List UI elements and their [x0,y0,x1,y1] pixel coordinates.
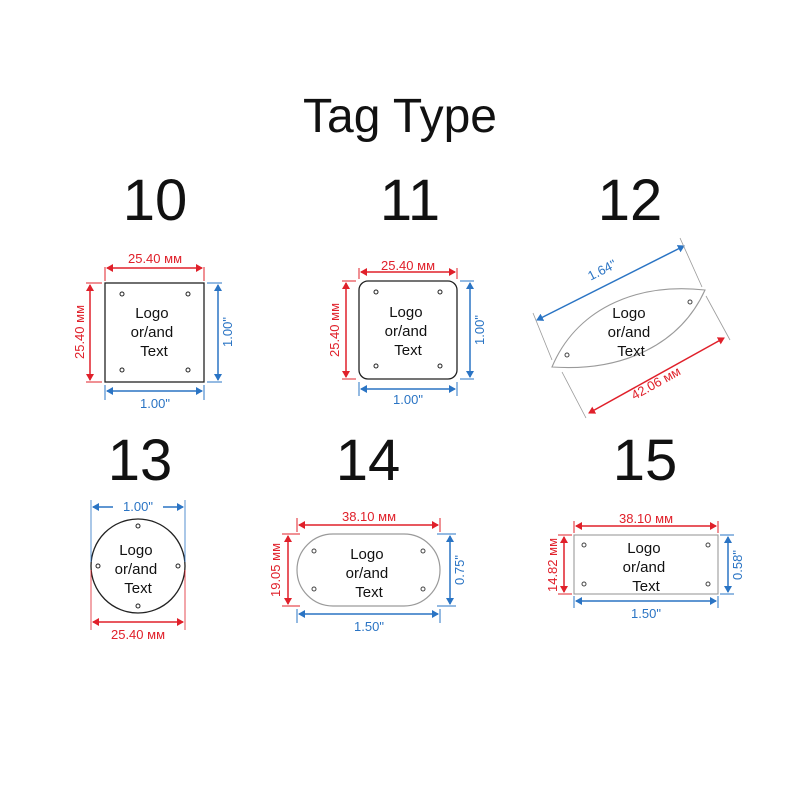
tag-10-right-label: 1.00" [220,317,235,347]
tag-10-number: 10 [123,168,188,233]
tag-14-outline [296,533,441,607]
tag-11-holes [373,289,443,369]
tag-12: Logo or/and Text 1.64" 42.06 мм [532,237,731,419]
tag-13-holes [95,523,181,609]
tag-14-label: Logo or/and Text [346,546,393,601]
tag-10-top-label: 25.40 мм [128,251,182,266]
tag-11-label: Logo or/and Text [385,304,432,359]
tag-12-holes [564,299,693,358]
tag-14-bottom-label: 1.50" [354,619,384,634]
tag-10: Logo or/and Text 25.40 мм 25.40 мм 1.00"… [72,251,235,411]
tag-11: Logo or/and Text 25.40 мм 25.40 мм 1.00"… [327,258,487,407]
tag-14-holes [311,548,426,592]
tag-13-outline [90,518,186,614]
tag-14-right-label: 0.75" [452,555,467,585]
tag-12-number: 12 [598,168,663,233]
tag-15-label: Logo or/and Text [623,540,670,595]
tag-14-top-label: 38.10 мм [342,509,396,524]
tag-15-right-label: 0.58" [730,550,745,580]
tag-12-top-label: 1.64" [585,256,619,283]
tag-11-number: 11 [380,168,440,233]
tag-10-bottom-label: 1.00" [140,396,170,411]
tag-10-left-label: 25.40 мм [72,305,87,359]
tag-14-number: 14 [336,428,401,493]
tag-11-top-label: 25.40 мм [381,258,435,273]
tag-12-top-dimension [536,245,685,321]
tag-13-label: Logo or/and Text [115,542,162,597]
tag-13-number: 13 [108,428,173,493]
tag-13-top-label: 1.00" [123,499,153,514]
tag-15: Logo or/and Text 38.10 мм 14.82 мм 0.58"… [545,511,745,621]
page-title: Tag Type [303,90,497,143]
tag-15-outline [573,534,719,595]
tag-15-top-label: 38.10 мм [619,511,673,526]
tag-11-outline [358,280,458,380]
tag-14: Logo or/and Text 38.10 мм 19.05 мм 0.75"… [268,509,467,634]
tag-12-bottom-dimension [588,337,725,414]
tag-13-bottom-label: 25.40 мм [111,627,165,642]
tag-10-label: Logo or/and Text [131,305,178,360]
tag-14-left-label: 19.05 мм [268,543,283,597]
tag-11-left-label: 25.40 мм [327,303,342,357]
tag-13: Logo or/and Text 1.00" 25.40 мм [90,499,186,642]
tag-15-left-label: 14.82 мм [545,538,560,592]
tag-11-right-label: 1.00" [472,315,487,345]
tag-11-bottom-label: 1.00" [393,392,423,407]
tag-15-bottom-label: 1.50" [631,606,661,621]
tag-12-bottom-label: 42.06 мм [629,363,684,402]
tag-15-number: 15 [613,428,678,493]
tag-10-holes [119,291,191,373]
tag-10-outline [104,282,205,383]
tag-15-holes [581,542,711,587]
